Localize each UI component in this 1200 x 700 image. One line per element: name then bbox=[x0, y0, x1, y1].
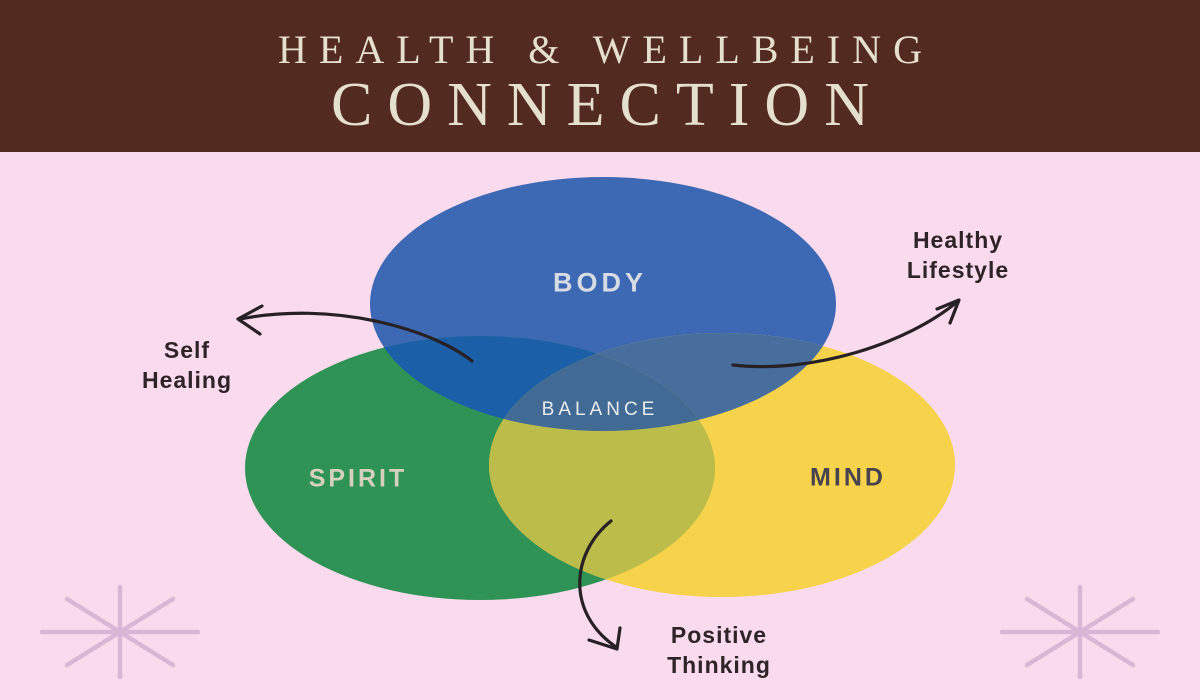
curved-arrow-healthy-lifestyle-icon bbox=[731, 300, 959, 369]
annotation-positive-thinking-line-1: Positive bbox=[670, 622, 768, 648]
annotation-positive-thinking: Positive Thinking bbox=[667, 620, 771, 680]
circle-label-body: BODY bbox=[552, 267, 648, 298]
annotation-self-healing-line-1: Self bbox=[163, 337, 211, 363]
annotation-healthy-lifestyle: Healthy Lifestyle bbox=[907, 225, 1009, 285]
asterisk-left-icon bbox=[39, 584, 201, 680]
page-title-line-1: HEALTH & WELLBEING bbox=[278, 27, 934, 72]
asterisk-right-icon bbox=[999, 584, 1161, 680]
circle-label-mind: MIND bbox=[810, 463, 886, 492]
annotation-healthy-lifestyle-line-1: Healthy bbox=[912, 227, 1004, 253]
overlap-body-mind bbox=[489, 333, 836, 431]
annotation-arrows bbox=[236, 298, 961, 651]
circle-label-spirit: SPIRIT bbox=[308, 464, 408, 493]
arrowhead-positive-thinking-icon bbox=[587, 626, 622, 651]
annotation-self-healing: Self Healing bbox=[142, 335, 232, 395]
curved-arrow-positive-thinking-icon bbox=[578, 519, 618, 649]
arrowhead-healthy-lifestyle-icon bbox=[935, 298, 961, 325]
page-title-line-2: CONNECTION bbox=[331, 71, 884, 139]
annotation-positive-thinking-line-2: Thinking bbox=[667, 652, 771, 678]
overlap-body-spirit bbox=[370, 336, 715, 431]
curved-arrow-self-healing-icon bbox=[238, 311, 474, 363]
center-label-balance: BALANCE bbox=[541, 399, 659, 420]
header-banner: HEALTH & WELLBEING CONNECTION bbox=[0, 0, 1200, 152]
annotation-self-healing-line-2: Healing bbox=[141, 367, 233, 393]
arrowhead-self-healing-icon bbox=[236, 304, 264, 336]
annotation-healthy-lifestyle-line-2: Lifestyle bbox=[906, 257, 1010, 283]
